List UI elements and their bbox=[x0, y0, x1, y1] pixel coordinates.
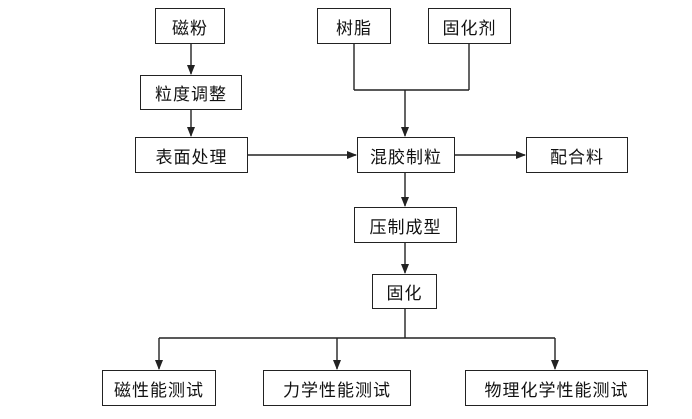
node-curing-agent: 固化剂 bbox=[428, 8, 511, 44]
node-resin: 树脂 bbox=[317, 8, 391, 44]
node-surface-treatment: 表面处理 bbox=[135, 137, 248, 173]
node-magnetic-performance-test: 磁性能测试 bbox=[102, 370, 216, 406]
node-mechanical-performance-test: 力学性能测试 bbox=[263, 370, 411, 406]
node-curing: 固化 bbox=[372, 274, 437, 309]
node-physicochemical-performance-test: 物理化学性能测试 bbox=[465, 370, 648, 406]
node-compound-material: 配合料 bbox=[526, 137, 628, 173]
node-particle-size-adjustment: 粒度调整 bbox=[140, 75, 242, 110]
node-press-molding: 压制成型 bbox=[354, 207, 457, 243]
node-magnetic-powder: 磁粉 bbox=[155, 8, 225, 44]
node-mixing-granulation: 混胶制粒 bbox=[357, 137, 455, 173]
